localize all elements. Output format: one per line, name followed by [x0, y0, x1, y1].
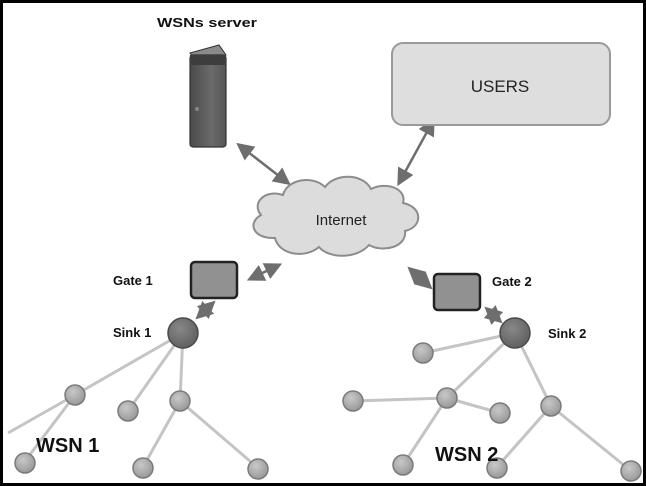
sink2-label: Sink 2 [548, 326, 586, 341]
sensor-node-icon [540, 395, 562, 417]
arrow-server-internet [236, 142, 291, 186]
arrow-gate2-sink2 [483, 305, 504, 325]
arrow-users-internet [397, 117, 435, 187]
wsn2-sensor-nodes [342, 342, 642, 482]
sink-node-icon [499, 317, 531, 349]
sensor-node-icon [247, 458, 269, 480]
sensor-node-icon [169, 390, 191, 412]
wsn1-sensor-nodes [14, 384, 269, 480]
sink-node-icon [167, 317, 199, 349]
gateway-box-icon [189, 260, 239, 300]
users-label: USERS [471, 77, 530, 96]
sensor-node-icon [412, 342, 434, 364]
server-label: WSNs server [157, 15, 257, 30]
server-tower-icon [189, 44, 227, 148]
sensor-node-icon [436, 387, 458, 409]
sensor-node-icon [392, 454, 414, 476]
sensor-node-icon [489, 402, 511, 424]
sensor-node-icon [486, 457, 508, 479]
sensor-node-icon [342, 390, 364, 412]
wsn2-label: WSN 2 [435, 444, 498, 466]
arrow-gate1-internet [246, 263, 283, 281]
wsn1-label: WSN 1 [36, 435, 99, 457]
sensor-node-icon [64, 384, 86, 406]
sensor-node-icon [132, 457, 154, 479]
gate1-label: Gate 1 [113, 273, 153, 288]
sensor-node-icon [117, 400, 139, 422]
arrow-gate1-sink1 [195, 300, 216, 320]
sink1-label: Sink 1 [113, 325, 151, 340]
cloud-icon [252, 175, 420, 257]
gateway-box-icon [432, 272, 482, 312]
connection-arrows [195, 117, 504, 325]
arrow-gate2-internet [407, 266, 433, 290]
internet-label: Internet [316, 212, 368, 229]
sensor-node-icon [14, 452, 36, 474]
gate2-label: Gate 2 [492, 274, 532, 289]
users-box [391, 42, 611, 126]
network-diagram: WSNs server USERS Internet Gate 1 Gate 2… [7, 15, 642, 482]
sensor-node-icon [620, 460, 642, 482]
